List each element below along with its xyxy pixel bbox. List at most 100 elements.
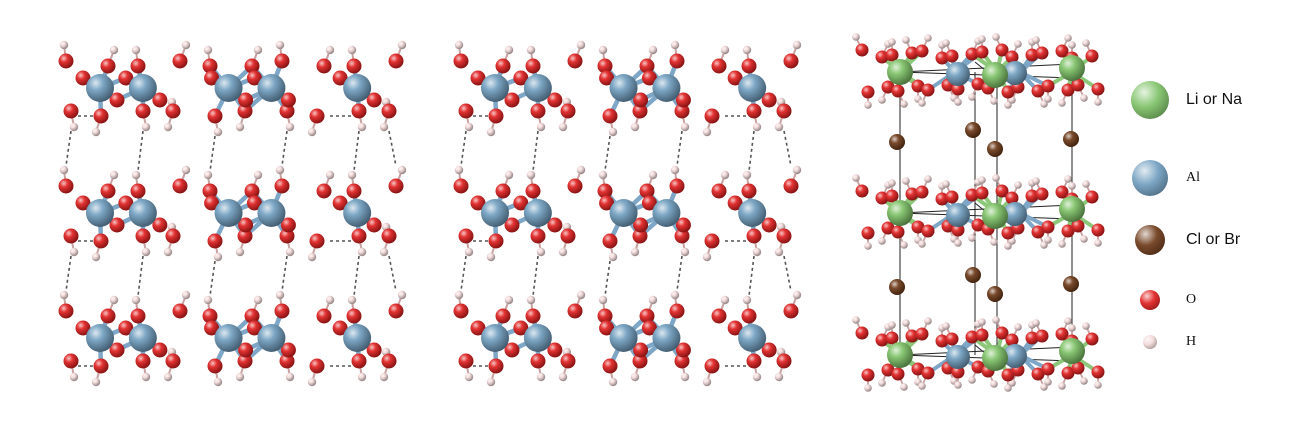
al-atom [738, 199, 767, 227]
o-atom [63, 228, 79, 244]
h-atom [1032, 319, 1040, 327]
hydrogen-bond [460, 255, 467, 292]
al-oh-slab [453, 290, 802, 387]
h-atom [464, 372, 474, 382]
cl-br-atom [965, 122, 981, 138]
o-atom [237, 353, 253, 369]
o-atom [547, 217, 563, 233]
o-atom [470, 320, 486, 336]
o-atom [704, 358, 720, 374]
h-atom [978, 318, 986, 326]
h-atom [235, 372, 245, 382]
hydrogen-bond [460, 130, 467, 167]
o-atom [207, 358, 223, 374]
h-atom [878, 379, 886, 387]
h-atom [285, 247, 295, 257]
al-atom [481, 74, 509, 102]
o-atom [639, 183, 655, 199]
o-atom [246, 70, 262, 86]
h-atom [91, 252, 101, 262]
legend-item-li-na: Li or Na [1130, 81, 1242, 119]
h-atom [598, 170, 608, 180]
h-atom [454, 165, 464, 175]
al-atom [481, 199, 509, 227]
h-atom [576, 290, 586, 300]
o-atom [602, 358, 618, 374]
al-oh-slab [58, 40, 407, 137]
h-atom [576, 40, 586, 50]
h-atom [670, 290, 680, 300]
hydrogen-bond [137, 255, 144, 297]
h-atom [275, 40, 285, 50]
o-atom [674, 353, 690, 369]
h-atom [526, 295, 536, 305]
al-atom [1003, 61, 1027, 85]
h-atom [792, 40, 802, 50]
al-atom [738, 74, 767, 102]
o-atom [381, 228, 397, 244]
legend-label: H [1186, 334, 1197, 349]
al-oh-slab [58, 165, 407, 262]
o-atom [783, 178, 799, 194]
o-atom [495, 58, 511, 74]
o-atom [204, 195, 220, 211]
o-atom [100, 58, 116, 74]
o-atom [1041, 220, 1055, 234]
h-atom [91, 377, 101, 387]
o-atom [711, 58, 727, 74]
h-atom [918, 382, 926, 390]
o-atom [935, 334, 949, 348]
h-atom [1064, 34, 1072, 42]
o-atom [118, 70, 134, 86]
hydrogen-bond [388, 130, 397, 167]
o-atom [351, 103, 367, 119]
h-atom [163, 122, 173, 132]
o-atom [1055, 44, 1069, 58]
o-atom [488, 108, 504, 124]
o-atom [100, 308, 116, 324]
hydrogen-bond [209, 135, 216, 172]
h-atom [307, 127, 317, 137]
h-atom [397, 165, 407, 175]
al-atom [86, 199, 114, 227]
o-atom [316, 183, 332, 199]
hydrogen-bond [783, 130, 792, 167]
o-atom [776, 353, 792, 369]
h-atom [275, 290, 285, 300]
h-atom [1068, 41, 1076, 49]
h-atom [253, 170, 263, 180]
h-atom [69, 247, 79, 257]
h-atom [942, 322, 950, 330]
o-atom [279, 228, 295, 244]
o-atom [891, 367, 905, 381]
o-atom [995, 43, 1009, 57]
o-atom [741, 308, 757, 324]
h-atom [990, 380, 998, 388]
o-atom [309, 108, 325, 124]
al-atom [1003, 202, 1027, 226]
h-atom [526, 170, 536, 180]
al-atom [343, 199, 372, 227]
o-atom [274, 53, 290, 69]
al-atom [481, 324, 509, 352]
o-atom [911, 220, 925, 234]
o-atom [746, 353, 762, 369]
o-atom [1041, 362, 1055, 376]
h-atom [1080, 377, 1088, 385]
h-atom [942, 180, 950, 188]
o-atom [891, 225, 905, 239]
o-atom [93, 358, 109, 374]
o-atom [100, 183, 116, 199]
h-atom [978, 176, 986, 184]
h-atom [742, 45, 752, 55]
h-atom [109, 45, 119, 55]
o-atom [599, 195, 615, 211]
h-atom [454, 40, 464, 50]
h-atom [648, 45, 658, 55]
al-atom [946, 62, 970, 86]
o-atom [316, 308, 332, 324]
o-atom [727, 320, 743, 336]
h-atom [504, 45, 514, 55]
hydrogen-bond [676, 130, 683, 167]
o-atom [885, 331, 899, 345]
